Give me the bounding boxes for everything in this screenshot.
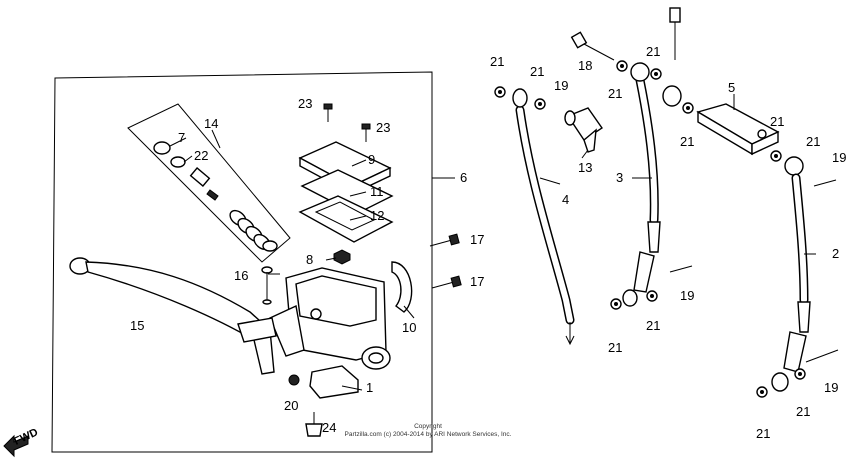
brake-lever	[69, 257, 277, 375]
piston-kit	[153, 141, 278, 252]
callout-10: 10	[402, 320, 416, 335]
banjo-fitting-13	[564, 107, 603, 153]
callout-23: 23	[298, 96, 312, 111]
callout-6: 6	[460, 170, 467, 185]
callout-2: 2	[832, 246, 839, 261]
screw-20	[288, 374, 300, 386]
bolt-19-upper-right	[813, 179, 837, 187]
callout-19: 19	[680, 288, 694, 303]
bolt-19-middle	[669, 265, 693, 273]
copyright-line2: Partzilla.com (c) 2004-2014 by ARI Netwo…	[345, 431, 512, 438]
diaphragm-plate	[298, 195, 394, 243]
callout-21: 21	[646, 44, 660, 59]
callout-17: 17	[470, 232, 484, 247]
callout-21: 21	[680, 134, 694, 149]
callout-16: 16	[234, 268, 248, 283]
brake-switch-1	[309, 365, 359, 399]
bolt-19-lower-right	[805, 349, 839, 363]
bolt-24	[305, 412, 323, 437]
assembly-frame	[51, 71, 433, 453]
callout-21: 21	[770, 114, 784, 129]
callout-22: 22	[194, 148, 208, 163]
callout-24: 24	[322, 420, 336, 435]
brake-hose-3	[622, 62, 661, 307]
callout-3: 3	[616, 170, 623, 185]
callout-7: 7	[178, 130, 185, 145]
callout-21: 21	[608, 86, 622, 101]
callout-18: 18	[578, 58, 592, 73]
pivot-bolt-16	[261, 266, 273, 305]
callout-labels: 1234567891011121314151617171819191919202…	[130, 44, 846, 441]
callout-21: 21	[530, 64, 544, 79]
callout-19: 19	[554, 78, 568, 93]
copyright-line1: Copyright	[414, 423, 442, 430]
brake-hose-joint-5	[696, 103, 780, 156]
callout-11: 11	[370, 184, 384, 199]
piston-kit-frame	[127, 103, 291, 263]
callout-12: 12	[370, 208, 384, 223]
callout-5: 5	[728, 80, 735, 95]
callout-15: 15	[130, 318, 144, 333]
screw-23-right	[361, 123, 371, 142]
callout-21: 21	[490, 54, 504, 69]
callout-20: 20	[284, 398, 298, 413]
callout-8: 8	[306, 252, 313, 267]
bolt-17-lower	[431, 275, 462, 289]
callout-21: 21	[756, 426, 770, 441]
bolt-18	[570, 31, 615, 61]
washers-21	[494, 60, 806, 398]
leader-lines	[169, 94, 816, 391]
hose-top-fitting	[662, 7, 682, 107]
callout-21: 21	[646, 318, 660, 333]
forward-arrow: FWD	[3, 426, 40, 458]
brake-hose-2	[771, 156, 811, 392]
nut-8	[333, 249, 351, 265]
callout-4: 4	[562, 192, 569, 207]
callout-21: 21	[806, 134, 820, 149]
callout-19: 19	[824, 380, 838, 395]
callout-17: 17	[470, 274, 484, 289]
callout-14: 14	[204, 116, 218, 131]
bolt-17-upper	[429, 233, 460, 247]
callout-19: 19	[832, 150, 846, 165]
callout-9: 9	[368, 152, 375, 167]
callout-13: 13	[578, 160, 592, 175]
screw-23-top	[323, 103, 333, 122]
master-cylinder	[269, 267, 391, 370]
clamp-10	[391, 261, 413, 313]
callout-1: 1	[366, 380, 373, 395]
callout-21: 21	[796, 404, 810, 419]
callout-21: 21	[608, 340, 622, 355]
brake-hose-4	[512, 88, 575, 346]
callout-23: 23	[376, 120, 390, 135]
